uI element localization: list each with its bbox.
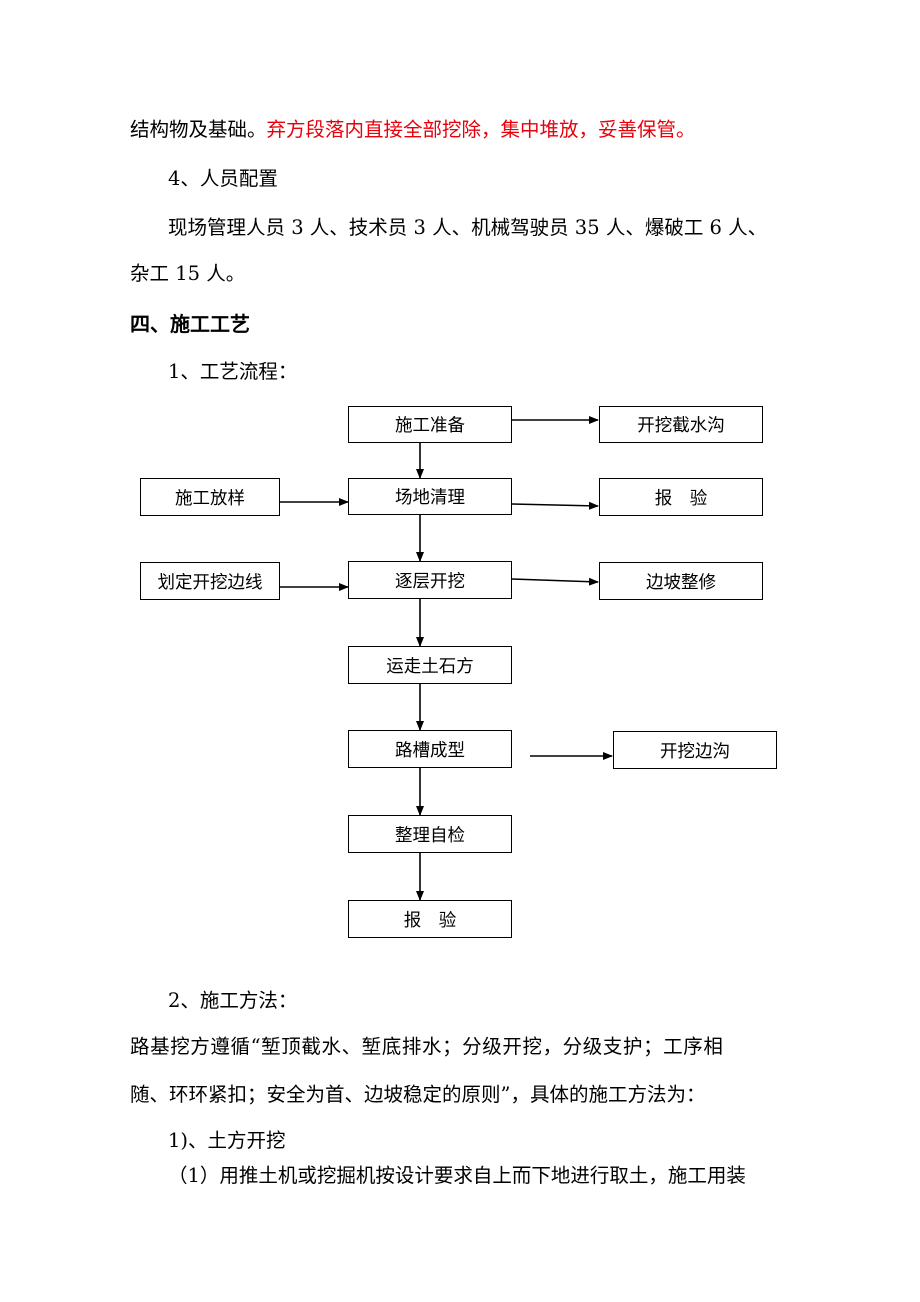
section-heading: 四、施工工艺 [130,312,250,336]
line1-red-text: 弃方段落内直接全部挖除，集中堆放，妥善保管。 [266,118,696,141]
line1-black-text: 结构物及基础。 [130,118,267,141]
arrow-right-3 [511,577,599,586]
subsection-title: 1)、土方开挖 [168,1129,286,1152]
flow-box-inspection-final: 报 验 [348,900,512,938]
flow-box-mark-excavation-line: 划定开挖边线 [140,562,280,600]
staffing-title: 4、人员配置 [168,167,278,190]
flow-box-setting-out: 施工放样 [140,478,280,516]
method-line-1: 路基挖方遵循“堑顶截水、堑底排水；分级开挖，分级支护；工序相 [130,1035,724,1058]
paragraph-line-1: 结构物及基础。弃方段落内直接全部挖除，集中堆放，妥善保管。 [130,118,696,142]
method-line-2: 随、环环紧扣；安全为首、边坡稳定的原则”，具体的施工方法为： [130,1083,706,1106]
subsection-line-1: （1）用推土机或挖掘机按设计要求自上而下地进行取土，施工用装 [168,1164,746,1187]
flow-box-clear-site: 场地清理 [348,478,512,515]
arrow-right-2 [511,501,599,510]
flow-box-side-ditch: 开挖边沟 [613,731,777,769]
flow-box-haul-earth: 运走土石方 [348,646,512,684]
flow-box-intercepting-ditch: 开挖截水沟 [599,406,763,443]
staffing-line-1: 现场管理人员 3 人、技术员 3 人、机械驾驶员 35 人、爆破工 6 人、 [168,216,768,239]
flow-box-layer-excavation: 逐层开挖 [348,561,512,599]
flow-box-prepare: 施工准备 [348,406,512,443]
process-title: 1、工艺流程： [168,360,298,383]
method-title: 2、施工方法： [168,989,298,1012]
flow-box-inspection: 报 验 [599,478,763,516]
flow-box-self-check: 整理自检 [348,815,512,853]
flow-box-roadbed-forming: 路槽成型 [348,730,512,768]
flow-box-slope-trimming: 边坡整修 [599,562,763,600]
staffing-line-2: 杂工 15 人。 [130,262,246,285]
